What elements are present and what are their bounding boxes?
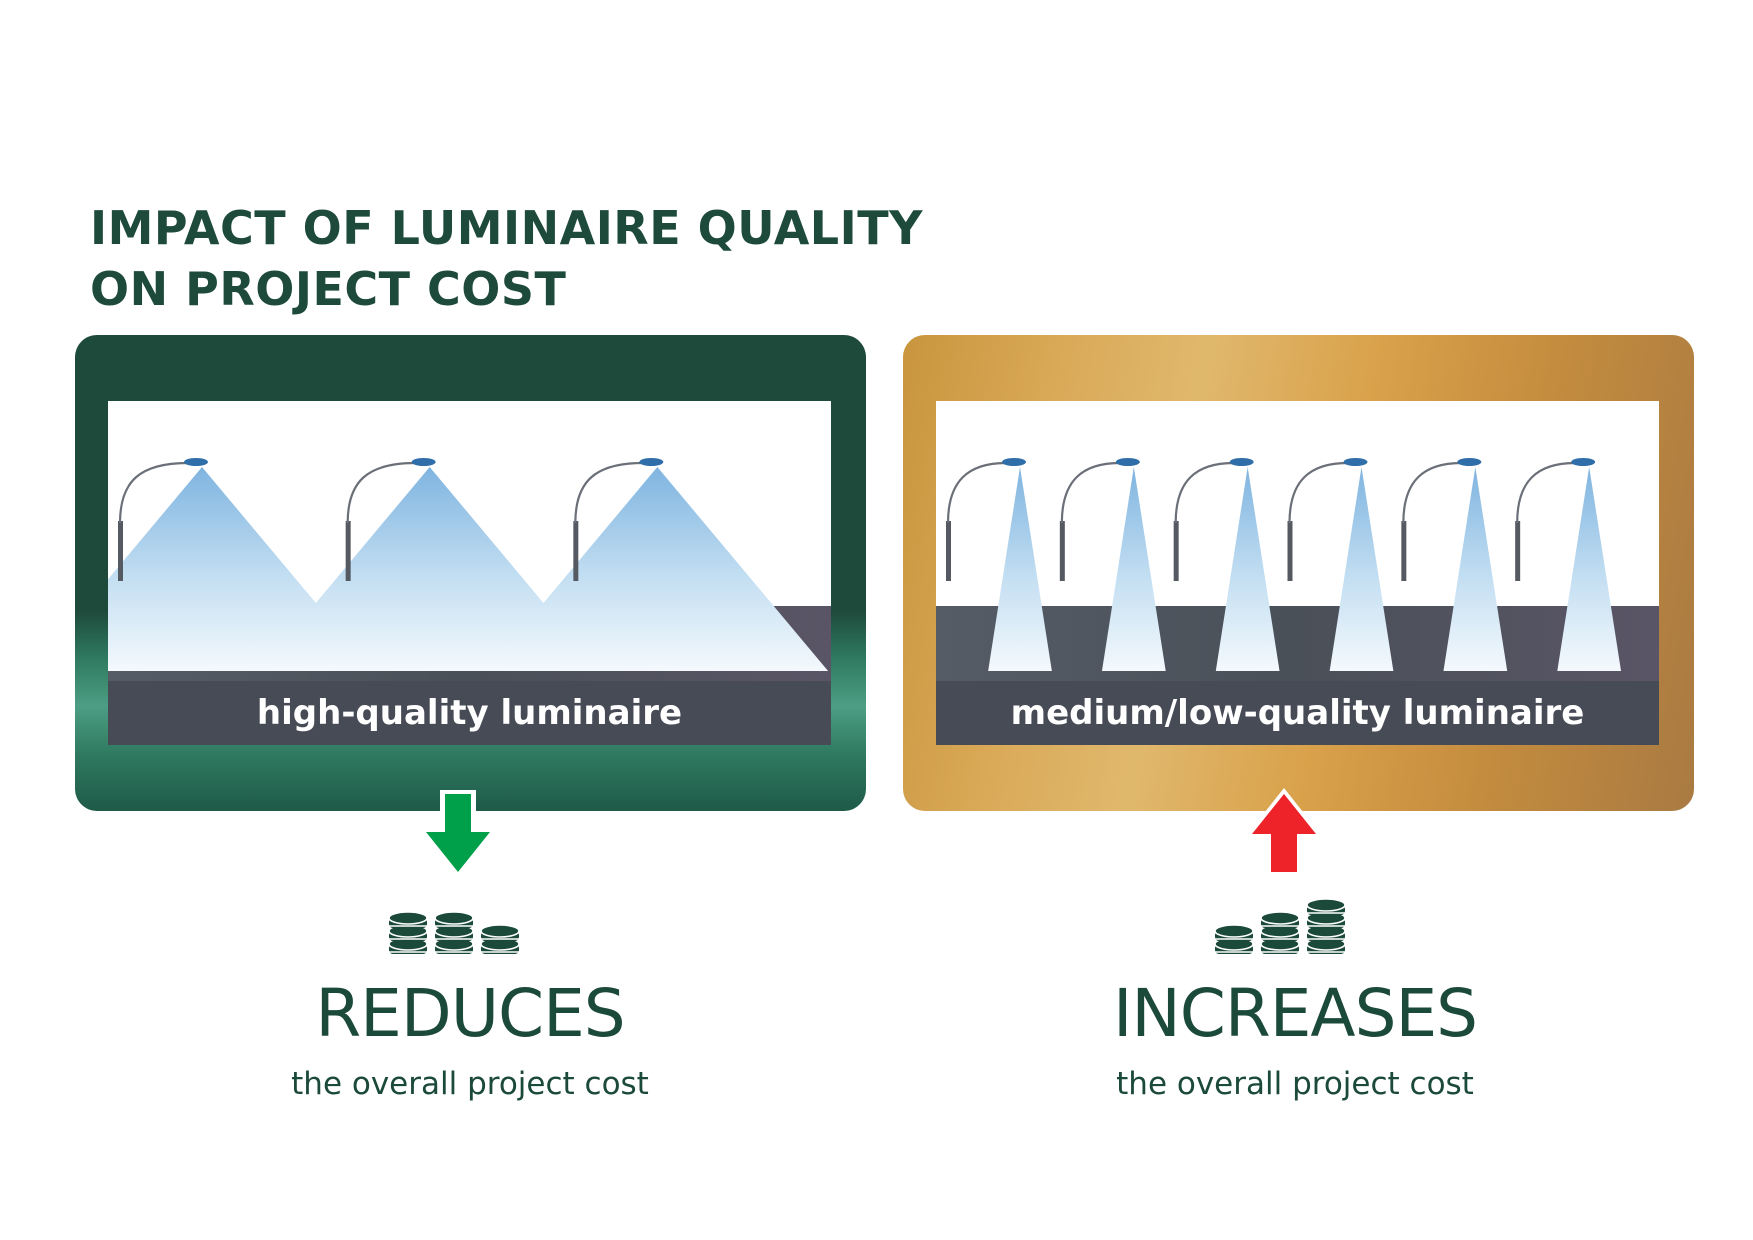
street-lighting-illustration bbox=[936, 458, 1659, 681]
street-lamp-icon bbox=[1229, 458, 1254, 466]
lamp-arm bbox=[118, 461, 189, 524]
lamp-pole bbox=[345, 521, 351, 581]
lamp-arm bbox=[346, 461, 416, 524]
verdict-subtitle: the overall project cost bbox=[1116, 1066, 1474, 1102]
street-scene-low-quality: medium/low-quality luminaire bbox=[936, 401, 1659, 745]
lamp-arm bbox=[1516, 461, 1576, 524]
street-lamp-icon bbox=[411, 458, 436, 466]
coin bbox=[434, 911, 474, 928]
lamp-pole bbox=[1173, 521, 1179, 581]
lamp-pole bbox=[1401, 521, 1407, 581]
verdict-reduces: REDUCES bbox=[315, 975, 625, 1052]
light-beam bbox=[1101, 467, 1166, 671]
up-arrow-icon bbox=[1246, 788, 1322, 876]
lamp-pole bbox=[1515, 521, 1521, 581]
light-beam bbox=[486, 467, 829, 671]
verdict-increases: INCREASES bbox=[1112, 975, 1478, 1052]
coin-stacks-icon bbox=[388, 911, 520, 954]
lamp-pole bbox=[573, 521, 579, 581]
lamp-pole bbox=[946, 521, 951, 581]
street-lamp-icon bbox=[1002, 458, 1026, 466]
street-lamp-icon bbox=[1115, 458, 1140, 466]
light-beam bbox=[1215, 467, 1280, 671]
verdict-subtitle: the overall project cost bbox=[291, 1066, 649, 1102]
title-line-1: IMPACT OF LUMINAIRE QUALITY bbox=[90, 201, 923, 255]
down-arrow-icon bbox=[420, 790, 496, 876]
coin bbox=[480, 924, 520, 941]
lamp-pole bbox=[118, 521, 123, 581]
street-lamp-icon bbox=[1457, 458, 1482, 466]
coin bbox=[1214, 924, 1254, 941]
high-quality-panel: high-quality luminaire bbox=[75, 335, 866, 811]
lamp-pole bbox=[1059, 521, 1065, 581]
page-title: IMPACT OF LUMINAIRE QUALITY ON PROJECT C… bbox=[90, 198, 990, 320]
coin bbox=[388, 911, 428, 928]
lamp-arm bbox=[1288, 461, 1348, 524]
street-lighting-illustration bbox=[108, 458, 831, 681]
light-beam bbox=[258, 467, 601, 671]
street-lamp-icon bbox=[1343, 458, 1368, 466]
coin bbox=[1260, 911, 1300, 928]
street-scene-high-quality: high-quality luminaire bbox=[108, 401, 831, 745]
light-beam bbox=[1443, 467, 1508, 671]
lamp-pole bbox=[1287, 521, 1293, 581]
lamp-arm bbox=[1060, 461, 1120, 524]
light-beam bbox=[1329, 467, 1394, 671]
lamp-arm bbox=[1174, 461, 1234, 524]
caption-bar: high-quality luminaire bbox=[108, 681, 831, 745]
lamp-arm bbox=[946, 461, 1007, 524]
caption-bar: medium/low-quality luminaire bbox=[936, 681, 1659, 745]
light-beam bbox=[1557, 467, 1622, 671]
street-lamp-icon bbox=[639, 458, 664, 466]
low-quality-panel: medium/low-quality luminaire bbox=[903, 335, 1694, 811]
coin bbox=[1306, 898, 1346, 915]
coin-stacks-icon bbox=[1214, 898, 1346, 954]
road-surface bbox=[936, 606, 1659, 681]
lamp-arm bbox=[1402, 461, 1462, 524]
title-line-2: ON PROJECT COST bbox=[90, 262, 567, 316]
street-lamp-icon bbox=[1571, 458, 1596, 466]
light-beam bbox=[988, 467, 1052, 671]
lamp-arm bbox=[574, 461, 644, 524]
street-lamp-icon bbox=[184, 458, 208, 466]
